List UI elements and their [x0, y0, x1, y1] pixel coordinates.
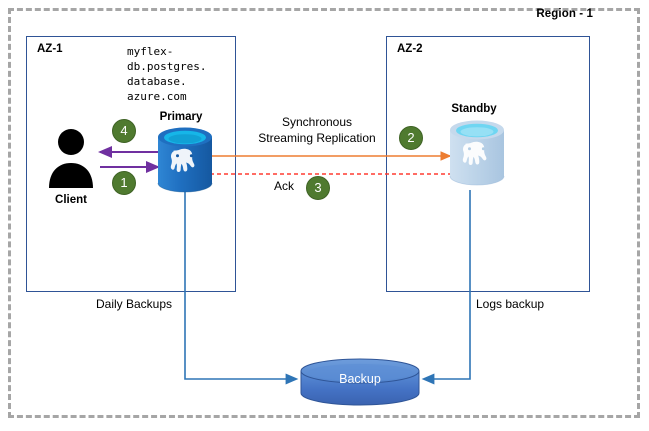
- daily-backups-label: Daily Backups: [95, 297, 173, 311]
- region-boundary: [8, 8, 640, 418]
- replication-label: Synchronous Streaming Replication: [258, 115, 376, 145]
- step-badge-2: 2: [399, 126, 423, 150]
- availability-zone-az2: AZ-2: [386, 36, 590, 292]
- primary-node-label: Primary: [159, 111, 203, 123]
- step-badge-1: 1: [112, 171, 136, 195]
- step-badge-3: 3: [306, 176, 330, 200]
- ack-label: Ack: [273, 179, 294, 193]
- logs-backup-label: Logs backup: [476, 297, 545, 311]
- az2-title: AZ-2: [397, 43, 423, 55]
- client-node-label: Client: [55, 194, 87, 206]
- database-endpoint-hostname: myflex- db.postgres. database. azure.com: [127, 45, 207, 103]
- availability-zone-az1: AZ-1: [26, 36, 236, 292]
- step-badge-4: 4: [112, 119, 136, 143]
- region-label: Region - 1: [536, 8, 593, 20]
- standby-node-label: Standby: [451, 103, 497, 115]
- az1-title: AZ-1: [37, 43, 63, 55]
